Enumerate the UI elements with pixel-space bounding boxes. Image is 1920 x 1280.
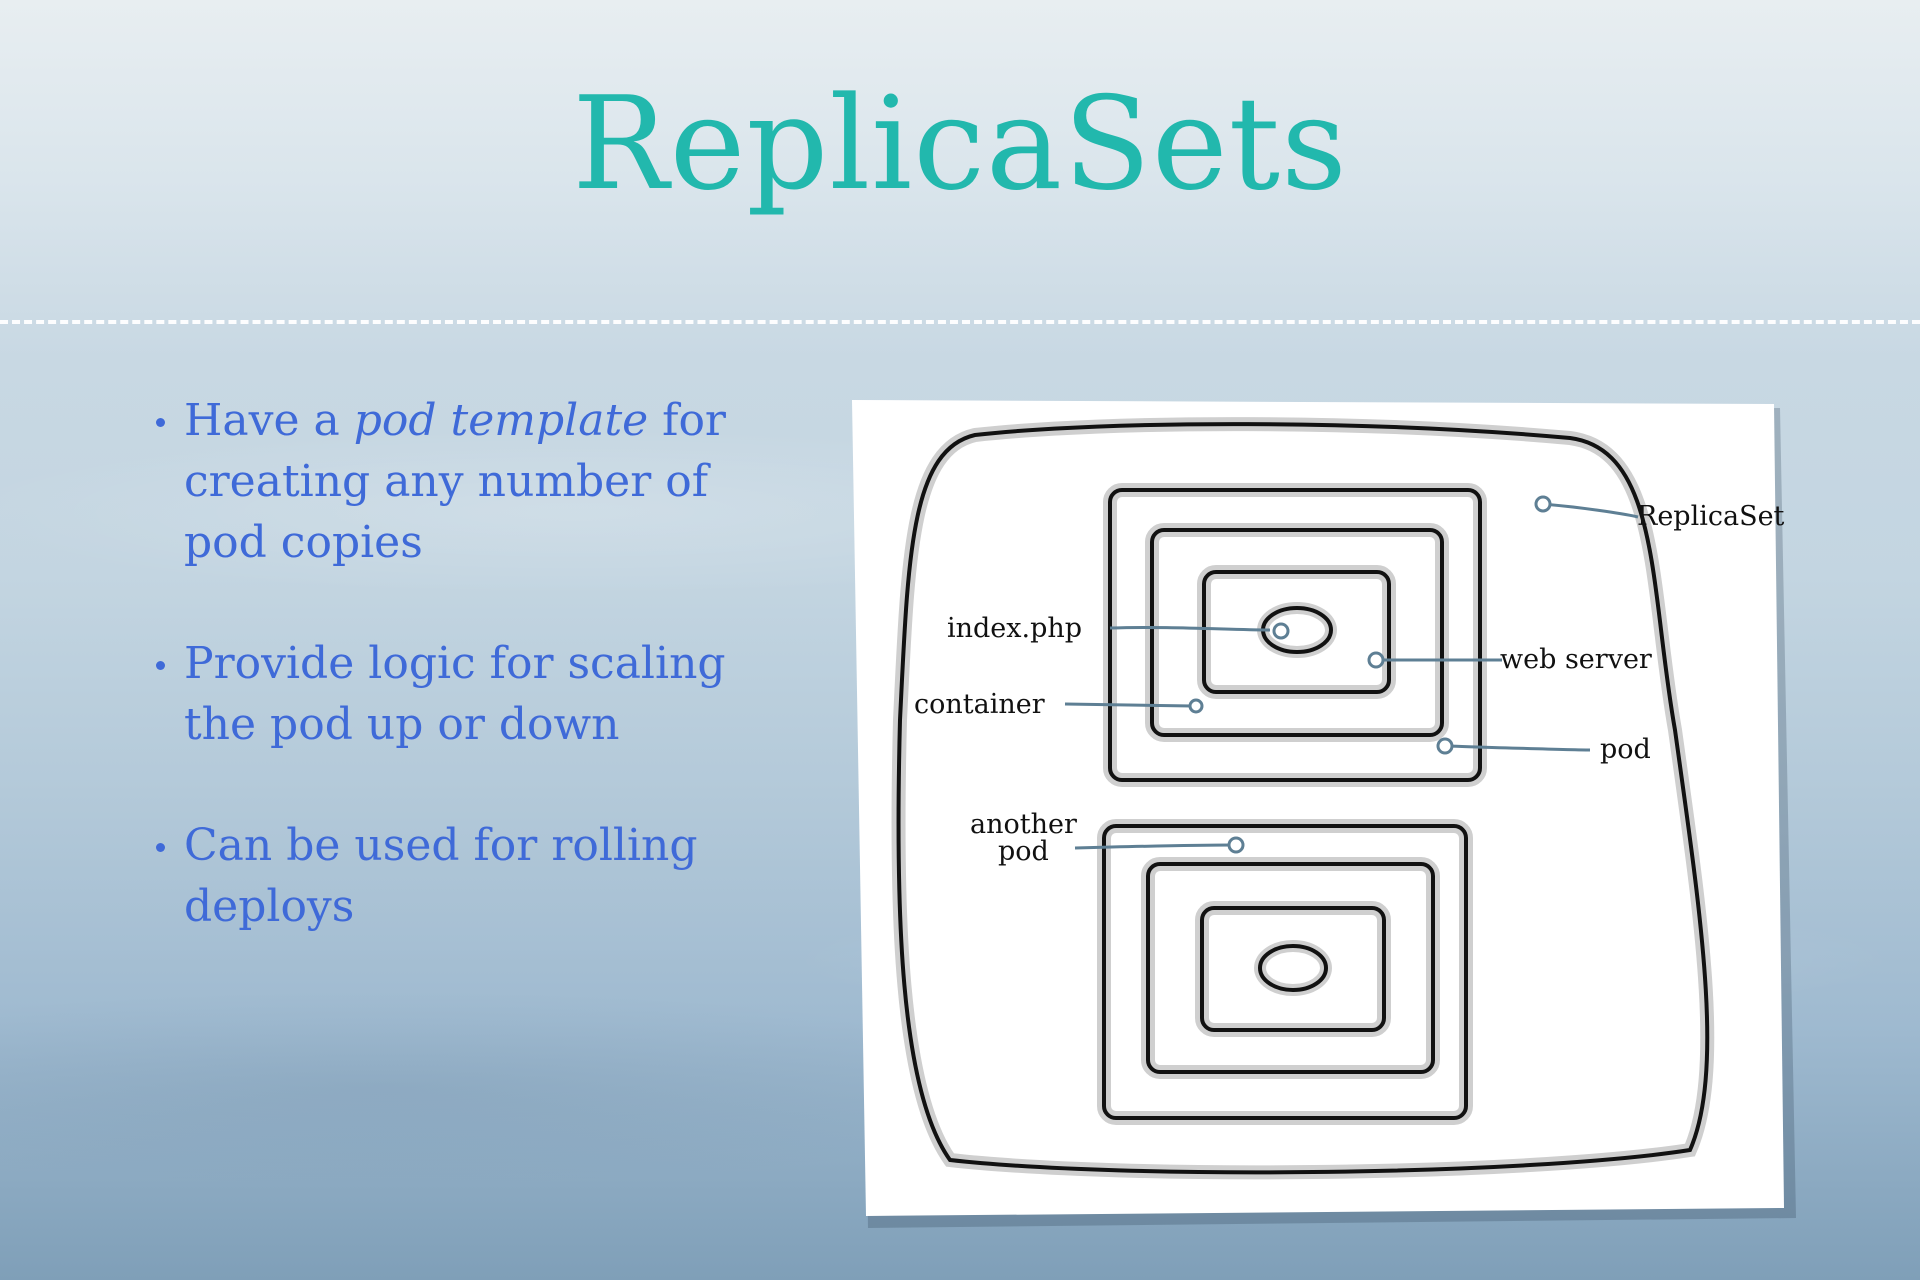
index-php-leader xyxy=(1109,625,1271,632)
another-pod-label-line2: pod xyxy=(998,836,1049,867)
another-web-server-outline xyxy=(1200,906,1386,1032)
bullet-dot xyxy=(156,843,165,852)
bullet-text: Provide logic for scaling the pod up or … xyxy=(184,638,726,750)
replicaset-leader xyxy=(1542,502,1639,519)
container-label: container xyxy=(914,689,1045,720)
another-pod-outline xyxy=(1102,824,1468,1120)
bullet-dot xyxy=(156,661,165,670)
pod-outline xyxy=(1108,488,1482,782)
pod-label: pod xyxy=(1600,734,1651,765)
another-pod-leader xyxy=(1074,843,1234,850)
pod-callout-dot xyxy=(1436,737,1454,755)
bullet-text: Have a xyxy=(184,395,354,446)
container-leader xyxy=(1064,702,1193,708)
bullet-item: Can be used for rolling deploys xyxy=(150,815,790,937)
bullet-emphasis: pod template xyxy=(353,395,649,446)
replicaset-label: ReplicaSet xyxy=(1637,501,1785,532)
replicaset-callout-dot xyxy=(1534,495,1552,513)
another-index-php-outline xyxy=(1258,944,1328,992)
index-php-label: index.php xyxy=(947,613,1082,644)
another-container-outline xyxy=(1146,862,1435,1074)
web-server-callout-dot xyxy=(1367,651,1385,669)
bullet-text-rest: for creating any number of pod copies xyxy=(184,395,726,568)
index-php-callout-dot xyxy=(1272,622,1290,640)
container-outline xyxy=(1150,528,1444,737)
web-server-outline xyxy=(1202,570,1391,694)
bullet-item: Provide logic for scaling the pod up or … xyxy=(150,633,790,755)
web-server-label: web server xyxy=(1500,644,1652,675)
bullet-text: Can be used for rolling deploys xyxy=(184,820,698,932)
dashed-divider xyxy=(0,320,1920,324)
replicaset-outline-ink xyxy=(896,422,1710,1175)
replicaset-diagram: ReplicaSet index.php web server containe… xyxy=(852,400,1796,1228)
container-callout-dot xyxy=(1188,698,1204,714)
another-pod-callout-dot xyxy=(1227,836,1245,854)
paper-sheet xyxy=(852,400,1784,1216)
bullet-dot xyxy=(156,418,165,427)
pod-leader xyxy=(1446,744,1591,752)
slide-title: ReplicaSets xyxy=(572,70,1348,219)
bullet-item: Have a pod template for creating any num… xyxy=(150,390,790,573)
another-pod-label-line1: another xyxy=(970,809,1077,840)
bullet-list: Have a pod template for creating any num… xyxy=(150,390,790,997)
